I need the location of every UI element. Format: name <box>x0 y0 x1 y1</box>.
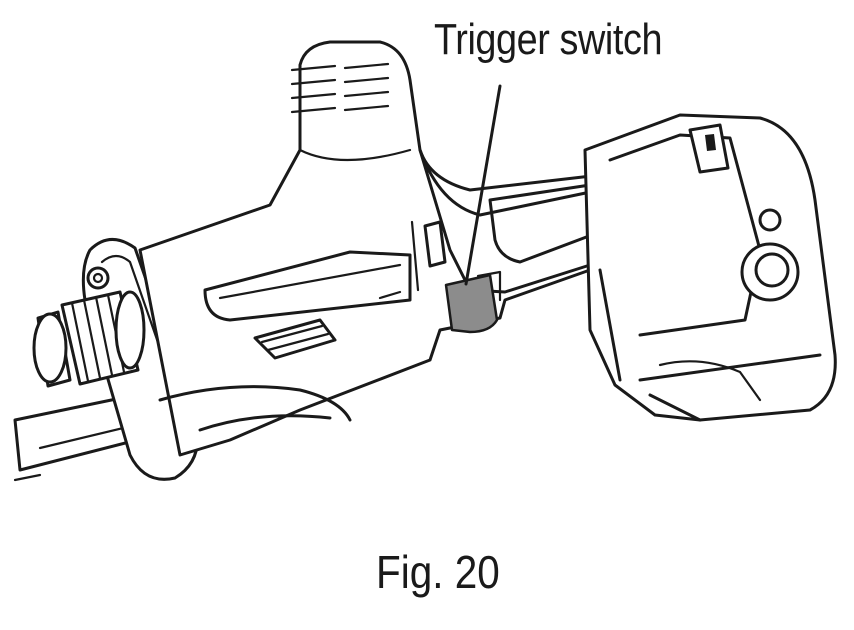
battery-pack <box>583 113 837 422</box>
callout-leader-line <box>464 84 502 286</box>
blade-clamp <box>32 290 146 388</box>
figure-caption: Fig. 20 <box>376 546 500 598</box>
trigger-switch-label: Trigger switch <box>434 15 663 64</box>
trigger-switch <box>444 270 502 334</box>
